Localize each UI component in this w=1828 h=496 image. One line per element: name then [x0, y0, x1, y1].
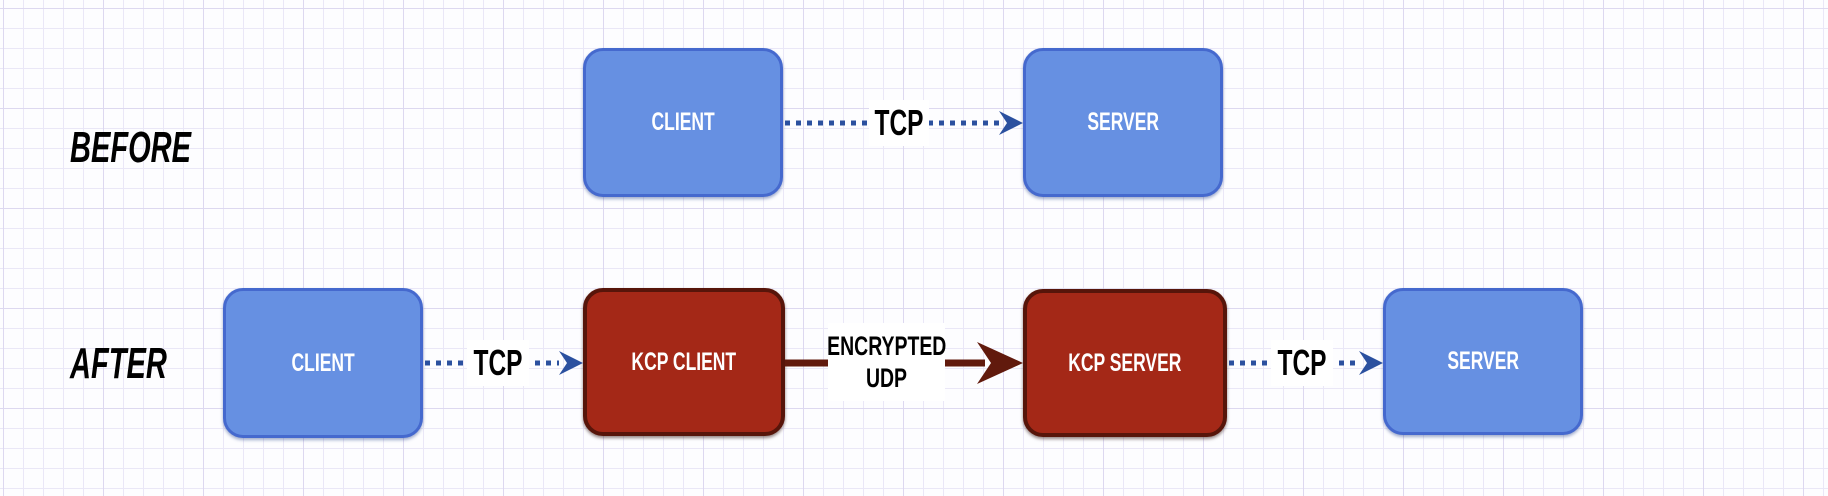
arrowhead-icon	[559, 351, 583, 375]
edge-after-tcp-right-label-text: TCP	[1277, 342, 1327, 383]
before-row-label: BEFORE	[70, 123, 253, 172]
node-after-server-label: SERVER	[1447, 347, 1519, 375]
node-before-server-label: SERVER	[1087, 108, 1159, 136]
node-after-kcp-server-label: KCP SERVER	[1068, 348, 1182, 377]
arrowhead-icon	[977, 342, 1023, 384]
before-row-label-text: BEFORE	[70, 123, 192, 172]
edge-after-tcp-left-label: TCP	[467, 340, 529, 386]
node-after-kcp-client-label: KCP CLIENT	[631, 347, 737, 376]
node-after-client[interactable]: CLIENT	[223, 288, 423, 438]
edge-before-tcp-arrow[interactable]	[783, 101, 1027, 145]
edge-after-udp-label-line2: UDP	[865, 363, 908, 393]
arrowhead-icon	[1359, 351, 1383, 375]
edge-before-tcp-label-text: TCP	[874, 102, 924, 143]
edge-after-udp-label-line1: ENCRYPTED	[826, 330, 947, 361]
node-after-client-label: CLIENT	[291, 348, 355, 377]
node-after-kcp-server[interactable]: KCP SERVER	[1023, 289, 1227, 437]
node-before-server[interactable]: SERVER	[1023, 48, 1223, 197]
after-row-label: AFTER	[70, 339, 217, 388]
after-row-label-text: AFTER	[70, 339, 167, 388]
node-after-server[interactable]: SERVER	[1383, 288, 1583, 435]
node-after-kcp-client[interactable]: KCP CLIENT	[583, 288, 785, 436]
node-before-client-label: CLIENT	[651, 108, 715, 136]
edge-after-tcp-right-arrow[interactable]	[1227, 341, 1385, 385]
edge-after-tcp-left-label-text: TCP	[473, 342, 523, 383]
edge-after-tcp-right-label: TCP	[1271, 340, 1333, 386]
edge-after-udp-label: ENCRYPTED UDP	[826, 323, 947, 401]
edge-before-tcp-label: TCP	[869, 100, 929, 146]
node-before-client[interactable]: CLIENT	[583, 48, 783, 197]
arrowhead-icon	[999, 111, 1023, 135]
